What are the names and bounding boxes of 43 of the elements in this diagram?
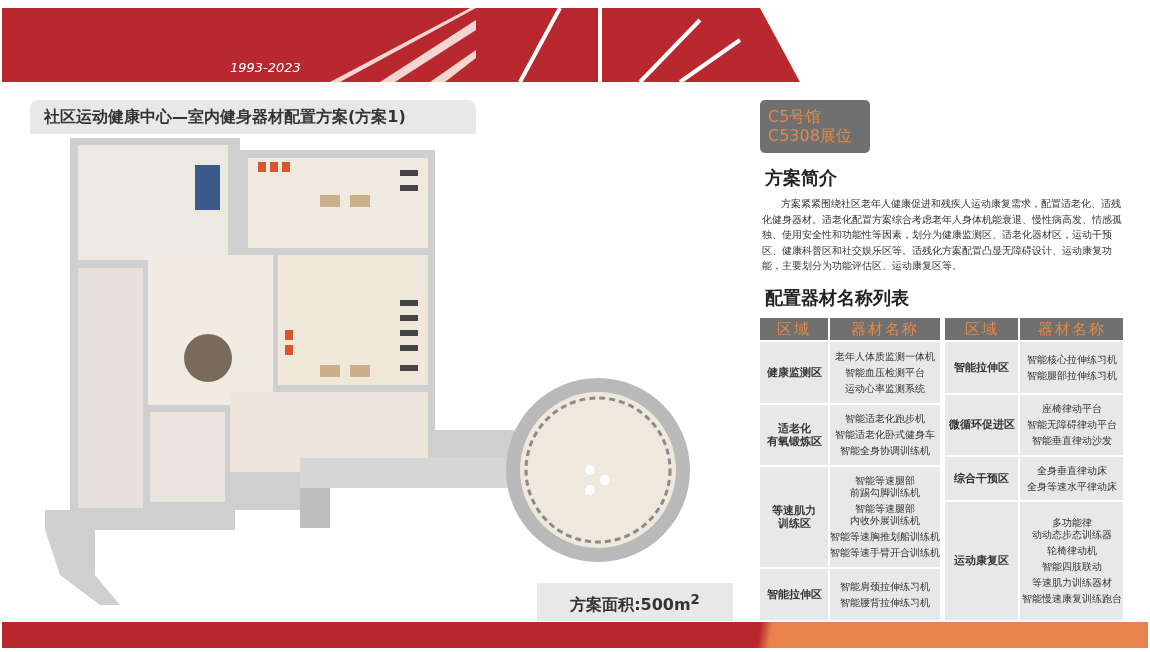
equipment-name: 智能全身协调训练机 (840, 445, 930, 457)
section-heading: 配置器材名称列表 (765, 286, 909, 310)
equipment-name: 全身垂直律动床 (1036, 464, 1107, 477)
equipment-name: 智能等速腿部前踢勾脚训练机 (850, 475, 920, 499)
equipment-name: 轮椅律动机 (1046, 545, 1097, 557)
equipment-name: 智能肩颈拉伸练习机 (840, 580, 930, 593)
zone-cell: 微循环促进区 (945, 395, 1018, 455)
equipment-name: 老年人体质监测一体机 (835, 350, 935, 363)
equipment-name: 智能腿部拉伸练习机 (1026, 369, 1117, 382)
equipment-name: 智能适老化跑步机 (845, 413, 925, 425)
title-text: 社区运动健康中心—室内健身器材配置方案(方案1) (44, 107, 406, 126)
year-range: 1993-2023 (230, 60, 301, 75)
table-header: 器材名称 (830, 318, 940, 340)
table-header: 区域 (760, 318, 828, 340)
equipment-name: 座椅律动平台 (1041, 403, 1102, 415)
area-text: 方案面积:500m$^{2}$ (537, 583, 733, 621)
equipment-name: 智能核心拉伸练习机 (1026, 353, 1117, 366)
zone-cell: 运动康复区 (945, 502, 1018, 620)
equipment-name: 多功能律动动态步态训练器 (1031, 517, 1112, 541)
equipment-name: 等速肌力训练器材 (1031, 577, 1112, 589)
zone-cell: 智能拉伸区 (760, 569, 828, 620)
equipment-name: 智能适老化卧式健身车 (835, 429, 935, 441)
equipment-name: 智能血压检测平台 (845, 366, 925, 379)
equipment-name: 智能腰背拉伸练习机 (840, 596, 930, 609)
section-heading: 方案简介 (765, 166, 837, 190)
table-header: 区域 (945, 318, 1018, 340)
equipment-name: 智能等速腿部内收外展训练机 (850, 503, 920, 527)
zone-cell: 智能拉伸区 (945, 342, 1018, 393)
equipment-name: 全身等速水平律动床 (1026, 480, 1117, 493)
equipment-name: 智能慢速康复训练跑台 (1021, 593, 1122, 605)
description-paragraph: 方案紧紧围绕社区老年人健康促进和残疾人运动康复需求，配置适老化、适残化健身器材。适老化配置方案综合考虑老年人身体机能衰退、慢性病高发、情感孤独、使用安全性和功能性等因素，划分为健康监测区、适老化器材区，运动干预区、健康科普区和社交娱乐区等。适残化方案配置凸显无障碍设计、运动康复功能，主要划分为功能评估区、运动康复区等。 (762, 197, 1123, 273)
equipment-name: 智能无障碍律动平台 (1026, 419, 1117, 431)
zone-cell: 适老化有氧锻炼区 (760, 405, 828, 465)
zone-cell: 等速肌力训练区 (760, 467, 828, 567)
booth-number: C5号馆 C5308展位 (760, 100, 870, 153)
equipment-name: 智能等速胸推划船训练机 (830, 531, 940, 543)
equipment-name: 智能等速手臂开合训练机 (830, 547, 940, 559)
table-header: 器材名称 (1020, 318, 1123, 340)
equipment-name: 运动心率监测系统 (845, 382, 925, 395)
equipment-name: 智能四肢联动 (1041, 561, 1102, 573)
zone-cell: 健康监测区 (760, 342, 828, 403)
zone-cell: 综合干预区 (945, 457, 1018, 500)
equipment-name: 智能垂直律动沙发 (1031, 435, 1112, 447)
